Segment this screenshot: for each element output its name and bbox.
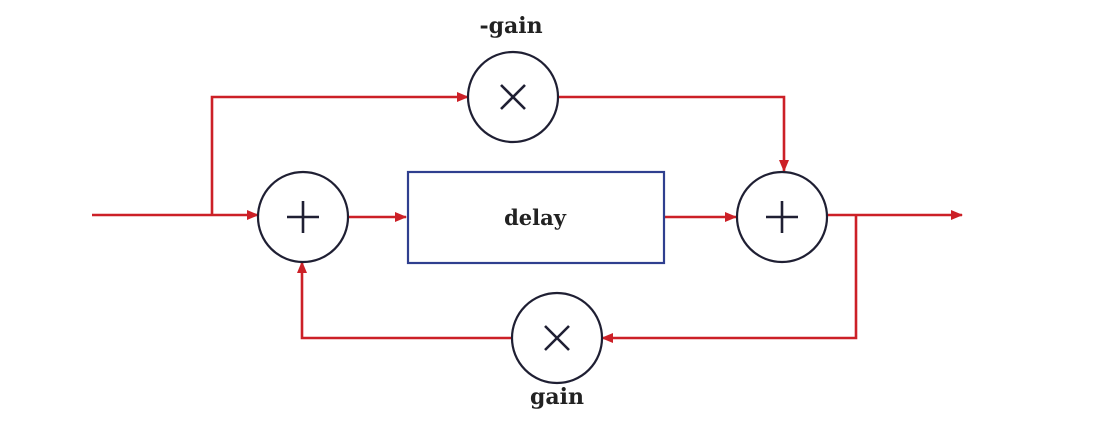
feedforward-gain-label: -gain: [479, 13, 542, 39]
feedback-return-wire: [297, 261, 512, 340]
feedback-down-wire: [601, 215, 858, 343]
input-adder: [256, 170, 350, 264]
delay-block: delay: [406, 170, 666, 265]
feedback-multiplier: gain: [510, 291, 604, 410]
signal-wires: [92, 92, 963, 343]
times-icon: [500, 84, 526, 110]
plus-icon: [766, 201, 798, 233]
delay-label: delay: [504, 205, 567, 230]
top-multiplier-to-adder-wire: [558, 95, 789, 172]
feedforward-multiplier: -gain: [466, 13, 560, 144]
times-icon: [544, 325, 570, 351]
plus-icon: [287, 201, 319, 233]
feedforward-branch-wire: [210, 92, 469, 215]
delay-box: [406, 170, 666, 265]
output-adder: [735, 170, 829, 264]
feedback-gain-label: gain: [530, 384, 584, 410]
